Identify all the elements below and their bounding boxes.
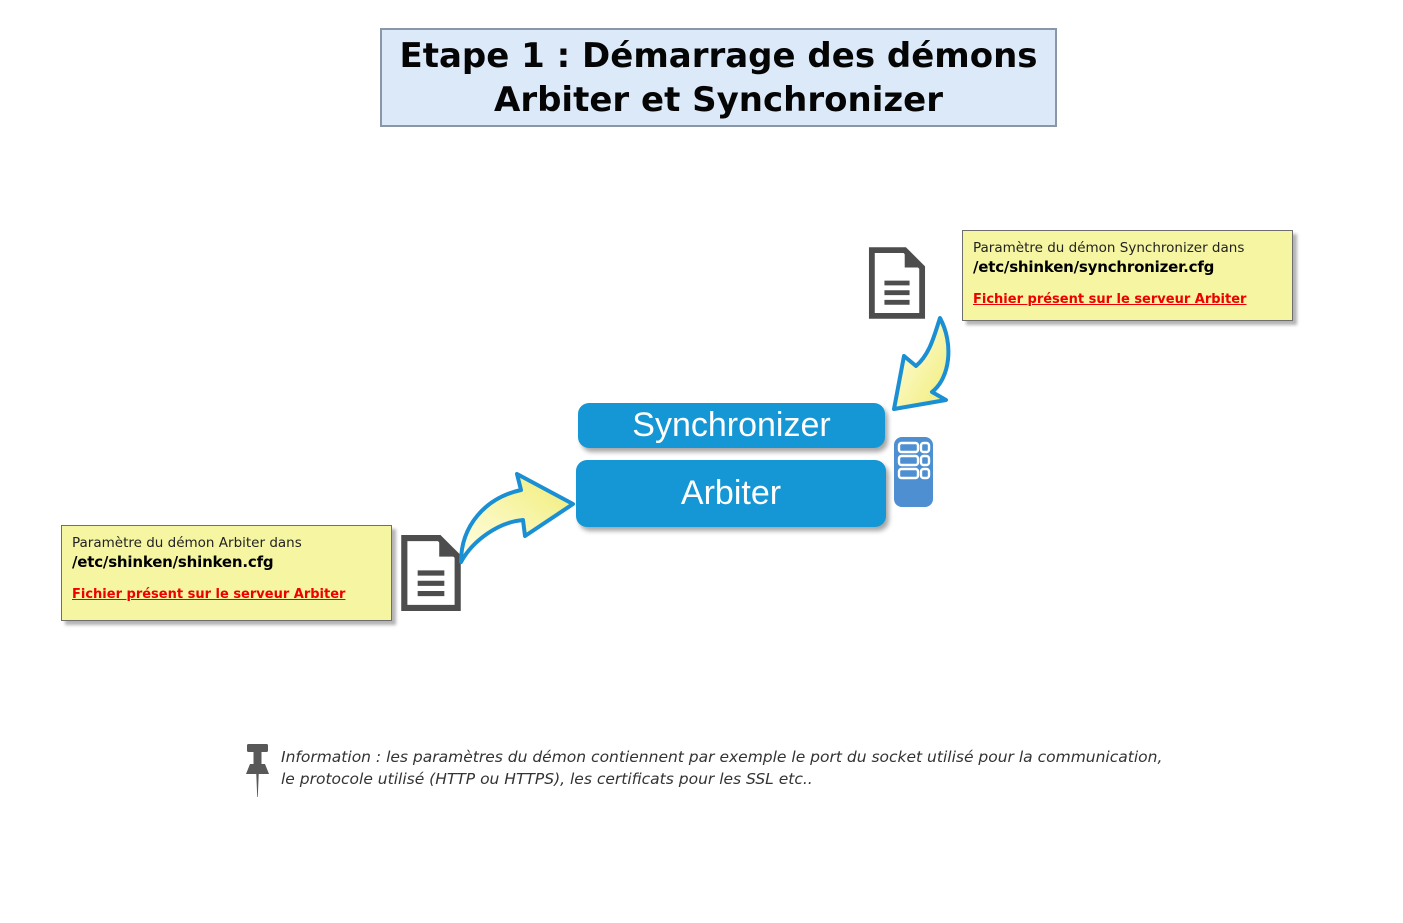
note-intro: Paramètre du démon Synchronizer dans <box>973 240 1245 256</box>
link-fichier-serveur-arbiter[interactable]: Fichier présent sur le serveur Arbiter <box>72 587 346 602</box>
link-fichier-serveur-arbiter[interactable]: Fichier présent sur le serveur Arbiter <box>973 292 1247 307</box>
info-line-1: Information : les paramètres du démon co… <box>281 748 1163 766</box>
synchronizer-daemon-node: Synchronizer <box>578 403 885 448</box>
arbiter-daemon-node: Arbiter <box>576 460 886 527</box>
note-intro: Paramètre du démon Arbiter dans <box>72 535 302 551</box>
server-icon <box>894 437 933 507</box>
note-synchronizer-cfg: Paramètre du démon Synchronizer dans /et… <box>962 230 1293 321</box>
info-note: Information : les paramètres du démon co… <box>281 746 1162 790</box>
info-line-2: le protocole utilisé (HTTP ou HTTPS), le… <box>281 770 813 788</box>
note-config-path: /etc/shinken/shinken.cfg <box>72 553 274 571</box>
pushpin-icon <box>246 744 269 797</box>
title-box: Etape 1 : Démarrage des démons Arbiter e… <box>380 28 1057 127</box>
curved-arrow-down-icon <box>892 316 951 411</box>
note-config-path: /etc/shinken/synchronizer.cfg <box>973 258 1215 276</box>
title-line-1: Etape 1 : Démarrage des démons <box>399 35 1038 76</box>
document-icon <box>868 247 926 319</box>
note-arbiter-cfg: Paramètre du démon Arbiter dans /etc/shi… <box>61 525 392 621</box>
document-icon <box>401 535 461 611</box>
curved-arrow-right-icon <box>459 472 575 564</box>
title-line-2: Arbiter et Synchronizer <box>494 79 943 120</box>
